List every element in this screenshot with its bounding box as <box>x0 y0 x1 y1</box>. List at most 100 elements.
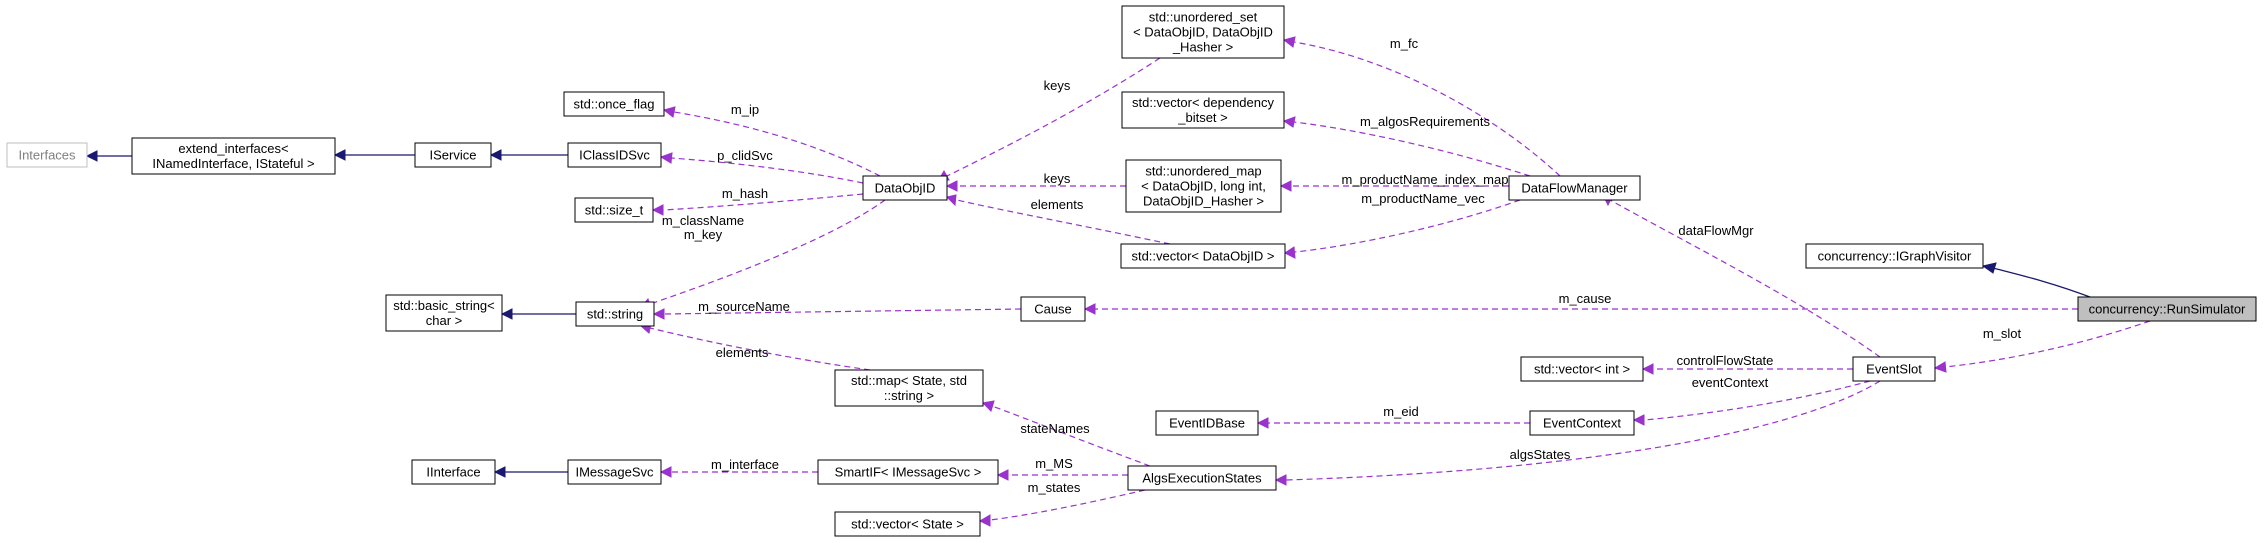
class-node-smartif[interactable]: SmartIF< IMessageSvc > <box>817 459 999 485</box>
class-node-eventcontext[interactable]: EventContext <box>1529 410 1635 436</box>
usage-edge <box>659 466 818 478</box>
class-label: IInterface <box>426 465 480 480</box>
edge-label: m_MS <box>1035 456 1073 471</box>
edge-line <box>1992 267 2091 298</box>
arrowhead <box>1933 361 1947 373</box>
class-node-unordered-set[interactable]: std::unordered_set< DataObjID, DataObjID… <box>1121 5 1285 59</box>
class-label: IMessageSvc <box>575 465 654 480</box>
edge-label: controlFlowState <box>1677 353 1774 368</box>
arrowhead <box>662 106 676 118</box>
class-node-iservice[interactable]: IService <box>414 142 492 168</box>
arrowhead <box>946 194 957 207</box>
edge-label: elements <box>716 345 769 360</box>
edge-line <box>649 327 871 371</box>
class-label: std::vector< DataObjID > <box>1131 249 1274 264</box>
arrowhead <box>1083 303 1096 315</box>
arrowhead <box>659 466 672 478</box>
usage-edge <box>1279 180 1509 192</box>
class-node-iinterface[interactable]: IInterface <box>411 459 496 485</box>
arrowhead <box>1279 180 1292 192</box>
class-label: std::vector< int > <box>1534 362 1630 377</box>
edge-label: eventContext <box>1692 375 1769 390</box>
usage-edge <box>1282 36 1561 177</box>
class-label: IClassIDSvc <box>579 148 650 163</box>
class-node-vector-dataobjid[interactable]: std::vector< DataObjID > <box>1120 243 1286 269</box>
class-node-runsimulator[interactable]: concurrency::RunSimulator <box>2077 296 2257 322</box>
class-box <box>1508 175 1641 201</box>
class-box <box>862 175 948 201</box>
class-label: std::unordered_set <box>1149 10 1258 25</box>
class-box <box>1852 356 1936 382</box>
class-node-basic-string[interactable]: std::basic_string< char > <box>385 294 503 332</box>
class-node-vector-dep[interactable]: std::vector< dependency_bitset > <box>1121 91 1285 129</box>
class-node-vector-int[interactable]: std::vector< int > <box>1520 356 1644 382</box>
class-box <box>1121 91 1285 129</box>
class-node-iclassidsvc[interactable]: IClassIDSvc <box>567 142 662 168</box>
edge-label: m_className <box>662 213 744 228</box>
arrowhead <box>493 466 506 478</box>
usage-edge <box>946 194 1171 245</box>
inheritance-edge <box>85 150 132 162</box>
class-node-dataflowmanager[interactable]: DataFlowManager <box>1508 175 1641 201</box>
class-label: EventSlot <box>1866 362 1922 377</box>
edge-line <box>1285 380 1881 481</box>
usage-edge <box>1282 116 1531 177</box>
class-label: EventContext <box>1543 416 1621 431</box>
edge-line <box>956 199 1171 245</box>
class-node-unordered-map[interactable]: std::unordered_map< DataObjID, long int,… <box>1125 159 1282 213</box>
class-box <box>575 301 655 327</box>
usage-edge <box>1284 199 1521 259</box>
class-label: EventIDBase <box>1169 416 1245 431</box>
arrowhead <box>1282 116 1296 128</box>
class-label: std::map< State, std <box>851 373 967 388</box>
class-label: concurrency::IGraphVisitor <box>1818 249 1972 264</box>
class-node-igraphvisitor[interactable]: concurrency::IGraphVisitor <box>1805 243 1984 269</box>
class-label: DataFlowManager <box>1521 181 1628 196</box>
class-node-vector-state[interactable]: std::vector< State > <box>834 511 981 537</box>
edge-label: m_key <box>684 227 723 242</box>
class-node-size-t[interactable]: std::size_t <box>574 197 654 223</box>
inheritance-edge <box>489 149 568 161</box>
inheritance-edge <box>493 466 568 478</box>
usage-edge <box>978 489 1146 527</box>
class-label: char > <box>426 313 463 328</box>
usage-edge <box>996 469 1128 481</box>
edge-label: m_productName_index_map <box>1342 172 1509 187</box>
class-box <box>1127 465 1277 491</box>
class-node-dataobjid[interactable]: DataObjID <box>862 175 948 201</box>
class-box <box>567 459 662 485</box>
class-node-once-flag[interactable]: std::once_flag <box>563 91 665 117</box>
class-node-map-state[interactable]: std::map< State, std::string > <box>834 369 984 407</box>
class-box <box>2077 296 2257 322</box>
edge-label: m_productName_vec <box>1361 191 1485 206</box>
class-node-extend-interfaces[interactable]: extend_interfaces< INamedInterface, ISta… <box>131 137 336 175</box>
class-node-cause[interactable]: Cause <box>1020 296 1086 322</box>
class-label: std::basic_string< <box>393 298 495 313</box>
edge-line <box>1293 121 1531 177</box>
edge-label: m_sourceName <box>698 299 790 314</box>
class-node-interfaces[interactable]: Interfaces <box>6 142 88 168</box>
inheritance-edge <box>500 308 576 320</box>
edge-label: keys <box>1044 171 1071 186</box>
class-node-imessagesvc[interactable]: IMessageSvc <box>567 459 662 485</box>
edge-label: keys <box>1044 78 1071 93</box>
edge-line <box>991 405 1151 467</box>
edge-label: m_interface <box>711 457 779 472</box>
class-label: std::once_flag <box>574 97 655 112</box>
class-node-eventslot[interactable]: EventSlot <box>1852 356 1936 382</box>
arrowhead <box>978 514 991 527</box>
usage-edge <box>1641 363 1853 375</box>
class-node-string[interactable]: std::string <box>575 301 655 327</box>
class-label: std::string <box>587 307 643 322</box>
usage-edge <box>1274 380 1881 486</box>
usage-edge <box>1256 417 1530 429</box>
arrowhead <box>1256 417 1269 429</box>
edge-line <box>989 489 1146 521</box>
arrowhead <box>1981 262 1997 274</box>
class-node-eventidbase[interactable]: EventIDBase <box>1155 410 1259 436</box>
class-label: concurrency::RunSimulator <box>2089 302 2246 317</box>
class-box <box>385 294 503 332</box>
class-label: std::unordered_map <box>1145 164 1261 179</box>
class-node-algsexecutionstates[interactable]: AlgsExecutionStates <box>1127 465 1277 491</box>
